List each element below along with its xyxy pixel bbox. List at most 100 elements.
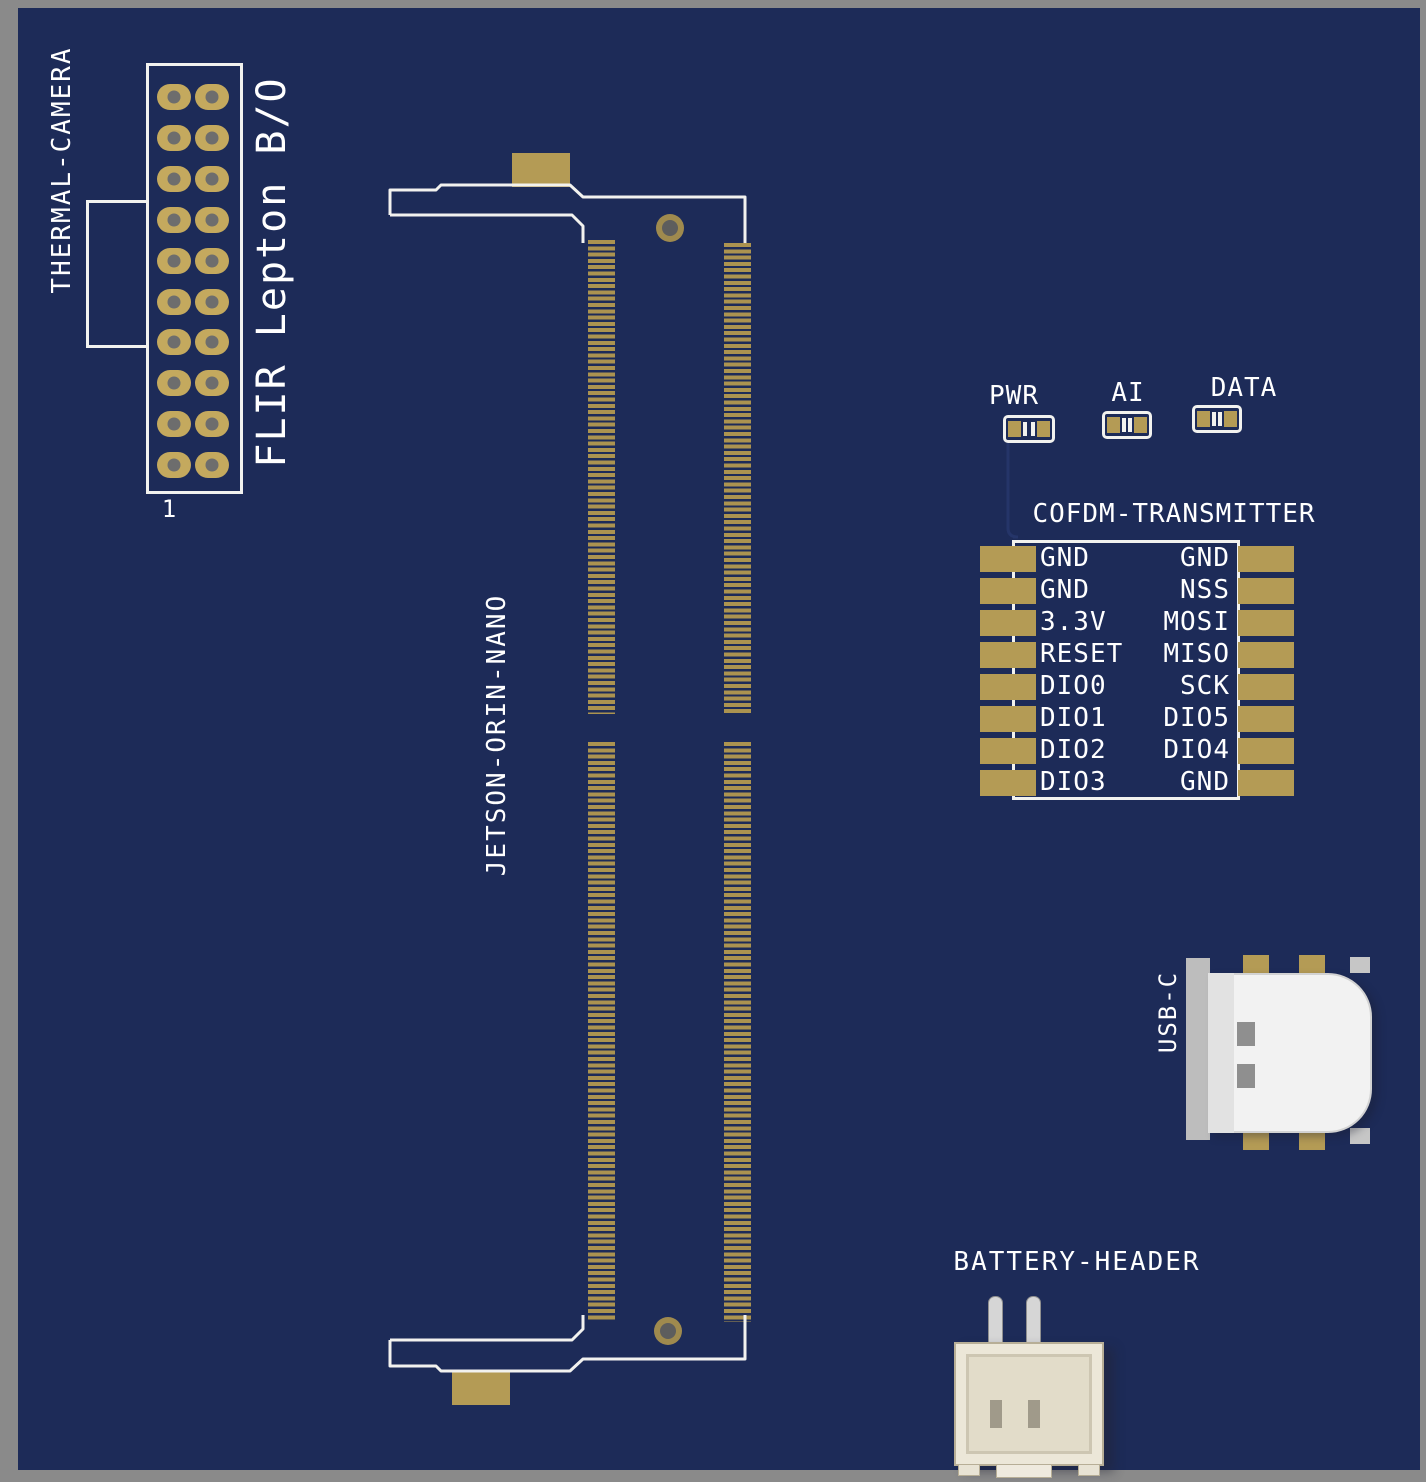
cofdm-pin-label: DIO4 xyxy=(1163,735,1230,765)
sodimm-finger-column-right-upper xyxy=(724,243,751,714)
led-polarity-mark xyxy=(1023,422,1027,436)
led-polarity-mark xyxy=(1122,418,1126,432)
flir-lepton-designator-label: FLIR Lepton B/O xyxy=(249,76,295,468)
thermal-pad-hole xyxy=(167,458,181,472)
battery-foot xyxy=(958,1464,980,1476)
thermal-pad xyxy=(195,289,229,315)
led-pad xyxy=(1224,411,1237,427)
usb-c-contact xyxy=(1237,1064,1255,1088)
thermal-pad xyxy=(195,125,229,151)
sodimm-finger-column-left-lower xyxy=(588,742,615,1320)
led-data-footprint xyxy=(1192,405,1242,433)
cofdm-pad-left xyxy=(980,578,1036,604)
pin1-label: 1 xyxy=(161,495,177,523)
cofdm-pin-label: SCK xyxy=(1180,671,1230,701)
led-pad xyxy=(1197,411,1210,427)
cofdm-outline xyxy=(1012,540,1240,800)
usb-c-label: USB-C xyxy=(1154,970,1182,1054)
thermal-pad-hole xyxy=(205,335,219,349)
thermal-pad-hole xyxy=(167,90,181,104)
thermal-pad xyxy=(195,329,229,355)
usb-c-pin xyxy=(1243,1128,1269,1150)
sodimm-finger-column-left-upper xyxy=(588,240,615,714)
cofdm-pad-right xyxy=(1238,738,1294,764)
usb-c-tab xyxy=(1350,1128,1370,1144)
thermal-pad xyxy=(195,248,229,274)
cofdm-pin-label: RESET xyxy=(1040,639,1124,669)
thermal-pad-hole xyxy=(205,458,219,472)
led-pad xyxy=(1008,421,1021,437)
cofdm-pad-right xyxy=(1238,770,1294,796)
thermal-pad xyxy=(157,125,191,151)
led-pad xyxy=(1134,417,1147,433)
cofdm-pad-left xyxy=(980,706,1036,732)
thermal-pad xyxy=(195,452,229,478)
sodimm-tab-pad-top xyxy=(512,153,570,187)
thermal-pad xyxy=(195,166,229,192)
battery-pin xyxy=(1026,1296,1041,1348)
battery-header-label: BATTERY-HEADER xyxy=(953,1247,1201,1277)
thermal-pad-hole xyxy=(205,376,219,390)
cofdm-pin-label: MISO xyxy=(1163,639,1230,669)
thermal-pad xyxy=(195,84,229,110)
cofdm-pin-label: 3.3V xyxy=(1040,607,1107,637)
led-pwr-footprint xyxy=(1003,415,1055,443)
cofdm-pin-label: NSS xyxy=(1180,575,1230,605)
cofdm-pad-left xyxy=(980,642,1036,668)
thermal-pad-hole xyxy=(205,90,219,104)
cofdm-pad-right xyxy=(1238,578,1294,604)
cofdm-pad-left xyxy=(980,674,1036,700)
jetson-orin-nano-label: JETSON-ORIN-NANO xyxy=(482,593,512,877)
led-polarity-mark xyxy=(1128,418,1132,432)
thermal-pad-hole xyxy=(167,254,181,268)
sodimm-finger-column-right-lower xyxy=(724,742,751,1322)
battery-pin-slot xyxy=(1028,1400,1040,1428)
led-ai-label: AI xyxy=(1111,378,1145,408)
thermal-pad xyxy=(157,166,191,192)
thermal-header-notch xyxy=(86,200,149,348)
led-pad xyxy=(1107,417,1120,433)
cofdm-pin-label: DIO5 xyxy=(1163,703,1230,733)
thermal-pad xyxy=(157,329,191,355)
thermal-pad-hole xyxy=(205,254,219,268)
cofdm-pad-right xyxy=(1238,610,1294,636)
thermal-pad-hole xyxy=(205,131,219,145)
cofdm-pad-right xyxy=(1238,706,1294,732)
cofdm-pin-label: GND xyxy=(1180,767,1230,797)
led-polarity-mark xyxy=(1031,422,1035,436)
led-pad xyxy=(1037,421,1050,437)
thermal-pad-hole xyxy=(205,295,219,309)
thermal-pad xyxy=(157,370,191,396)
thermal-camera-label: THERMAL-CAMERA xyxy=(47,46,77,294)
cofdm-pad-left xyxy=(980,770,1036,796)
thermal-pad-hole xyxy=(167,213,181,227)
led-polarity-mark xyxy=(1212,412,1216,426)
cofdm-pad-left xyxy=(980,610,1036,636)
battery-foot-center xyxy=(996,1464,1052,1478)
cofdm-pad-left xyxy=(980,738,1036,764)
usb-c-shell xyxy=(1208,973,1372,1133)
cofdm-pad-left xyxy=(980,546,1036,572)
battery-pin-slot xyxy=(990,1400,1002,1428)
usb-c-pin xyxy=(1299,955,1325,977)
thermal-pad xyxy=(157,289,191,315)
usb-c-shell-edge xyxy=(1208,973,1234,1133)
thermal-pad-hole xyxy=(205,417,219,431)
thermal-pad-hole xyxy=(167,376,181,390)
led-pwr-label: PWR xyxy=(989,381,1039,411)
cofdm-pin-label: MOSI xyxy=(1163,607,1230,637)
thermal-pad xyxy=(157,207,191,233)
battery-foot xyxy=(1078,1464,1100,1476)
thermal-pad xyxy=(195,411,229,437)
thermal-pad-hole xyxy=(167,417,181,431)
led-data-label: DATA xyxy=(1210,373,1278,403)
cofdm-pin-label: DIO0 xyxy=(1040,671,1107,701)
thermal-pad xyxy=(157,411,191,437)
usb-c-bracket xyxy=(1186,958,1210,1140)
led-ai-footprint xyxy=(1102,411,1152,439)
cofdm-pin-label: DIO3 xyxy=(1040,767,1107,797)
thermal-pad xyxy=(157,248,191,274)
thermal-pad xyxy=(195,370,229,396)
thermal-pad-hole xyxy=(167,335,181,349)
